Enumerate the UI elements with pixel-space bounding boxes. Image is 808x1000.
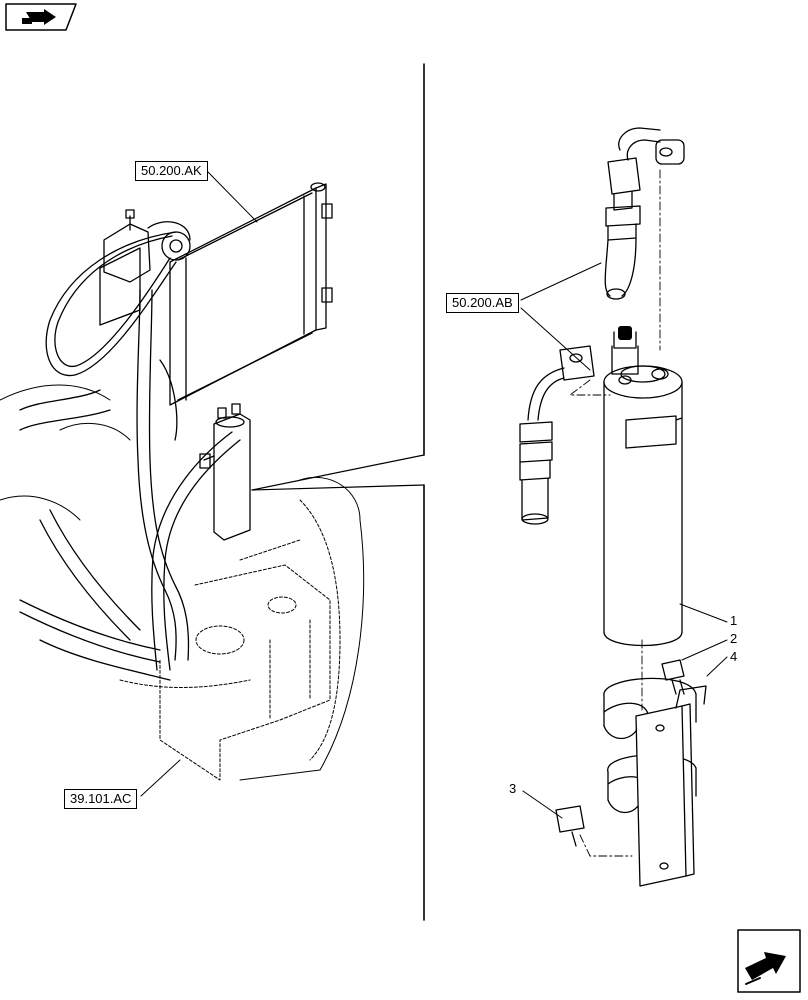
frame-bracket — [119, 499, 341, 781]
drive-belt — [45, 231, 177, 377]
mounting-clamp[interactable] — [603, 677, 707, 887]
upper-hose-fitting — [604, 127, 685, 300]
callout-1: 1 — [730, 613, 738, 628]
lower-hose-fitting — [519, 345, 595, 525]
next-page-arrow-icon[interactable] — [737, 929, 801, 993]
receiver-drier-small — [199, 403, 251, 541]
ref-frame[interactable]: 39.101.AC — [64, 789, 138, 809]
centerline-dash — [569, 169, 661, 857]
callout-leaders — [140, 171, 728, 819]
callout-4: 4 — [730, 649, 738, 664]
chassis-outline — [0, 384, 365, 781]
detail-leader — [251, 454, 425, 491]
bolt-3[interactable] — [555, 805, 585, 847]
ref-condenser[interactable]: 50.200.AK — [135, 161, 208, 181]
vehicle-front-arrow-icon[interactable] — [5, 3, 77, 31]
ref-lines[interactable]: 50.200.AB — [446, 293, 519, 313]
callout-3: 3 — [509, 781, 517, 796]
refrigerant-hoses-left — [19, 289, 241, 681]
receiver-drier-body[interactable] — [603, 326, 683, 647]
bolt-2[interactable] — [661, 659, 685, 695]
condenser — [169, 182, 333, 406]
callout-2: 2 — [730, 631, 738, 646]
